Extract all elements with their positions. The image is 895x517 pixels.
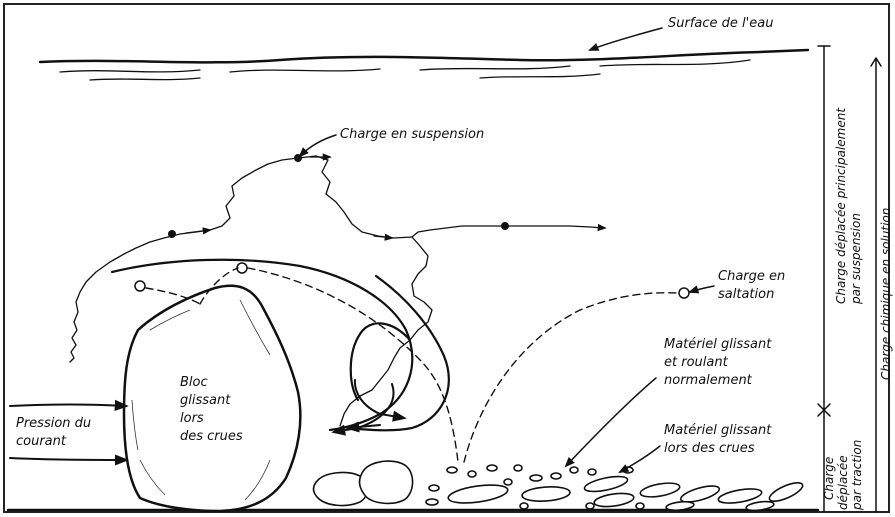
current-pressure-label-line1: Pression du <box>16 416 91 431</box>
flood-material-label-line1: Matériel glissant <box>664 423 772 438</box>
saltation-label-line1: Charge en <box>718 269 785 284</box>
load-classification: Charge déplacée principalement par suspe… <box>818 46 893 512</box>
rolling-material-label-line3: normalement <box>664 373 753 388</box>
side-traction-label-line1: Charge <box>822 457 836 500</box>
flood-material-label-line2: lors des crues <box>664 441 755 456</box>
boulder-label-line3: lors <box>180 411 204 426</box>
boulder-label-line1: Bloc <box>180 375 208 390</box>
side-suspension-label-line2: par suspension <box>849 213 863 305</box>
current-pressure-label-line2: courant <box>16 434 67 449</box>
boulder: Bloc glissant lors des crues <box>124 286 300 511</box>
side-suspension-label-line1: Charge déplacée principalement <box>834 107 848 304</box>
boulder-label-line4: des crues <box>180 429 243 444</box>
rolling-material-label-line2: et roulant <box>664 355 729 370</box>
side-traction-label-line2: déplacée <box>836 455 850 510</box>
saltating-particle <box>679 288 689 298</box>
bedload-stones <box>314 461 805 512</box>
rolling-material-label-line1: Matériel glissant <box>664 337 772 352</box>
suspended-particle <box>501 222 509 230</box>
water-surface-label: Surface de l'eau <box>668 16 773 31</box>
side-solution-label: Charge chimique en solution <box>879 208 893 380</box>
suspension-load-label: Charge en suspension <box>340 127 484 142</box>
material-labels: Matériel glissant et roulant normalement… <box>566 337 772 472</box>
boulder-label-line2: glissant <box>180 393 231 408</box>
suspended-particle <box>168 230 176 238</box>
saltation-label-line2: saltation <box>718 287 774 302</box>
current-pressure: Pression du courant <box>10 405 126 461</box>
saltating-particle <box>135 281 145 291</box>
water-surface: Surface de l'eau <box>40 16 808 80</box>
side-traction-label-line3: par traction <box>850 440 864 511</box>
